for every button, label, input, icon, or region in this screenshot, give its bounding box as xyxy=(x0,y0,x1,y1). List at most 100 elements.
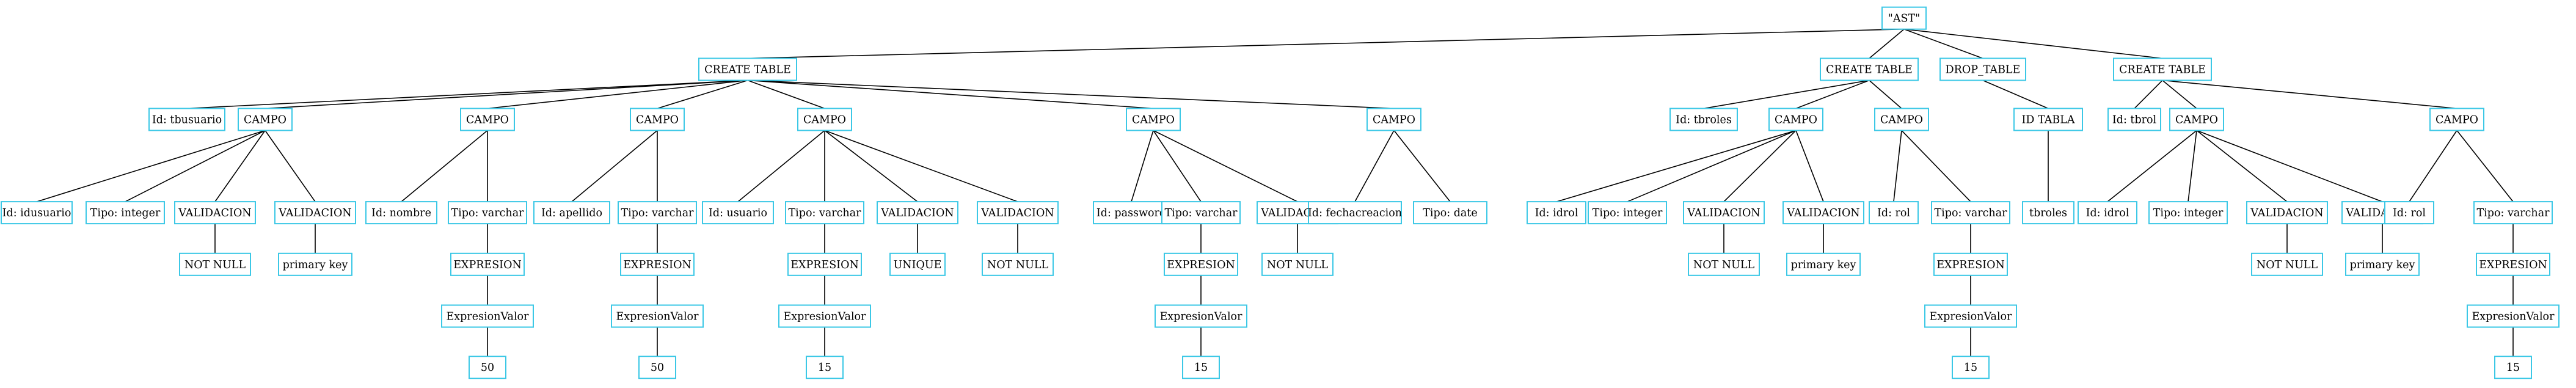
tree-edge xyxy=(2196,130,2288,202)
tree-node-box xyxy=(889,252,946,276)
tree-node-box xyxy=(611,304,704,328)
tree-node-box xyxy=(2251,252,2323,276)
tree-node: DROP_TABLE xyxy=(1939,57,2026,81)
tree-node-label: CAMPO xyxy=(466,114,509,126)
tree-edge xyxy=(265,130,316,202)
tree-node-box xyxy=(1881,6,1927,30)
tree-node: EXPRESION xyxy=(2476,252,2550,276)
tree-node-box xyxy=(702,201,774,225)
tree-node-box xyxy=(148,108,225,131)
tree-node-label: ExpresionValor xyxy=(616,310,699,323)
tree-node-label: NOT NULL xyxy=(987,259,1049,271)
tree-node-box xyxy=(1939,57,2026,81)
tree-node-box xyxy=(460,108,515,131)
tree-node-label: ID TABLA xyxy=(2022,114,2075,126)
tree-node-label: NOT NULL xyxy=(184,259,246,271)
tree-node: Tipo: varchar xyxy=(785,201,864,225)
tree-node-box xyxy=(1688,252,1760,276)
tree-node-box xyxy=(787,252,862,276)
tree-node-label: 15 xyxy=(1194,362,1208,374)
tree-node-label: CREATE TABLE xyxy=(2119,64,2206,76)
tree-node-label: ExpresionValor xyxy=(784,310,867,323)
tree-node-box xyxy=(274,201,356,225)
tree-edge xyxy=(1795,79,1870,109)
tree-node: Tipo: varchar xyxy=(1161,201,1241,225)
tree-node-box xyxy=(1308,201,1402,225)
tree-node: Tipo: integer xyxy=(1588,201,1667,225)
tree-node-label: NOT NULL xyxy=(2257,259,2318,271)
tree-node-box xyxy=(1161,201,1241,225)
tree-node: primary key xyxy=(278,252,352,276)
tree-node-label: Tipo: varchar xyxy=(788,207,861,219)
tree-node: Id: idusuario xyxy=(1,201,73,225)
tree-node-label: "AST" xyxy=(1888,13,1920,25)
tree-node-label: Id: idusuario xyxy=(2,207,71,219)
tree-node-box xyxy=(1931,201,2010,225)
tree-node-label: Tipo: date xyxy=(1423,207,1478,219)
tree-edge xyxy=(1354,130,1395,202)
tree-node-box xyxy=(441,304,534,328)
tree-node: 15 xyxy=(1182,356,1220,379)
tree-node: VALIDACION xyxy=(1683,201,1765,225)
tree-node-box xyxy=(1768,108,1823,131)
tree-node-box xyxy=(1874,108,1929,131)
tree-node-box xyxy=(2473,201,2553,225)
tree-node: CAMPO xyxy=(1874,108,1929,131)
tree-node: Tipo: varchar xyxy=(618,201,697,225)
tree-node-label: Id: rol xyxy=(2393,207,2426,219)
tree-node-label: 15 xyxy=(2506,362,2520,374)
tree-node-label: 15 xyxy=(1964,362,1977,374)
tree-node-box xyxy=(1933,252,2008,276)
tree-node: Id: rol xyxy=(2384,201,2434,225)
tree-edge xyxy=(747,79,1154,109)
tree-node-label: Id: tbroles xyxy=(1676,114,1732,126)
tree-node: primary key xyxy=(1786,252,1861,276)
tree-node-box xyxy=(1164,252,1238,276)
tree-node: ExpresionValor xyxy=(1924,304,2017,328)
tree-node: Id: tbrol xyxy=(2107,108,2161,131)
tree-edge xyxy=(2134,79,2163,109)
tree-node-label: Id: idrol xyxy=(2086,207,2129,219)
tree-node-box xyxy=(2022,201,2074,225)
tree-edge xyxy=(1153,130,1298,202)
tree-node: VALIDACION xyxy=(1782,201,1864,225)
tree-node-label: 15 xyxy=(818,362,831,374)
tree-node-label: 50 xyxy=(481,362,494,374)
tree-edge xyxy=(747,79,825,109)
tree-node: CAMPO xyxy=(2169,108,2224,131)
tree-edge xyxy=(214,130,266,202)
tree-node: Id: usuario xyxy=(702,201,774,225)
tree-node: CREATE TABLE xyxy=(1820,57,1919,81)
tree-node-box xyxy=(86,201,165,225)
tree-node-box xyxy=(2345,252,2420,276)
tree-node: Tipo: varchar xyxy=(2473,201,2553,225)
tree-node: EXPRESION xyxy=(450,252,525,276)
tree-node-box xyxy=(2384,201,2434,225)
tree-node-label: ExpresionValor xyxy=(1160,310,1243,323)
tree-node-box xyxy=(278,252,352,276)
tree-node-box xyxy=(698,57,797,81)
tree-node: VALIDACION xyxy=(174,201,256,225)
tree-node-label: Tipo: integer xyxy=(2153,207,2224,219)
tree-node: Id: fechacreacion xyxy=(1308,201,1402,225)
tree-node-box xyxy=(1,201,73,225)
tree-node-label: Id: fechacreacion xyxy=(1308,207,1402,219)
tree-edge xyxy=(36,130,266,202)
tree-node-label: CAMPO xyxy=(1880,114,1923,126)
tree-node-label: Id: nombre xyxy=(371,207,431,219)
tree-node-box xyxy=(2013,108,2083,131)
tree-edge xyxy=(2456,130,2514,202)
tree-node: CAMPO xyxy=(1366,108,1421,131)
tree-edge xyxy=(487,79,748,109)
tree-node-box xyxy=(1683,201,1765,225)
tree-node: EXPRESION xyxy=(787,252,862,276)
tree-edge xyxy=(2187,130,2197,202)
tree-node-label: Id: password xyxy=(1096,207,1166,219)
tree-node-label: Id: idrol xyxy=(1535,207,1578,219)
tree-edge xyxy=(1903,28,1983,59)
tree-node: VALIDACION xyxy=(877,201,958,225)
tree-edge xyxy=(1982,79,2049,109)
tree-node-box xyxy=(1869,201,1919,225)
tree-node-box xyxy=(2494,356,2532,379)
